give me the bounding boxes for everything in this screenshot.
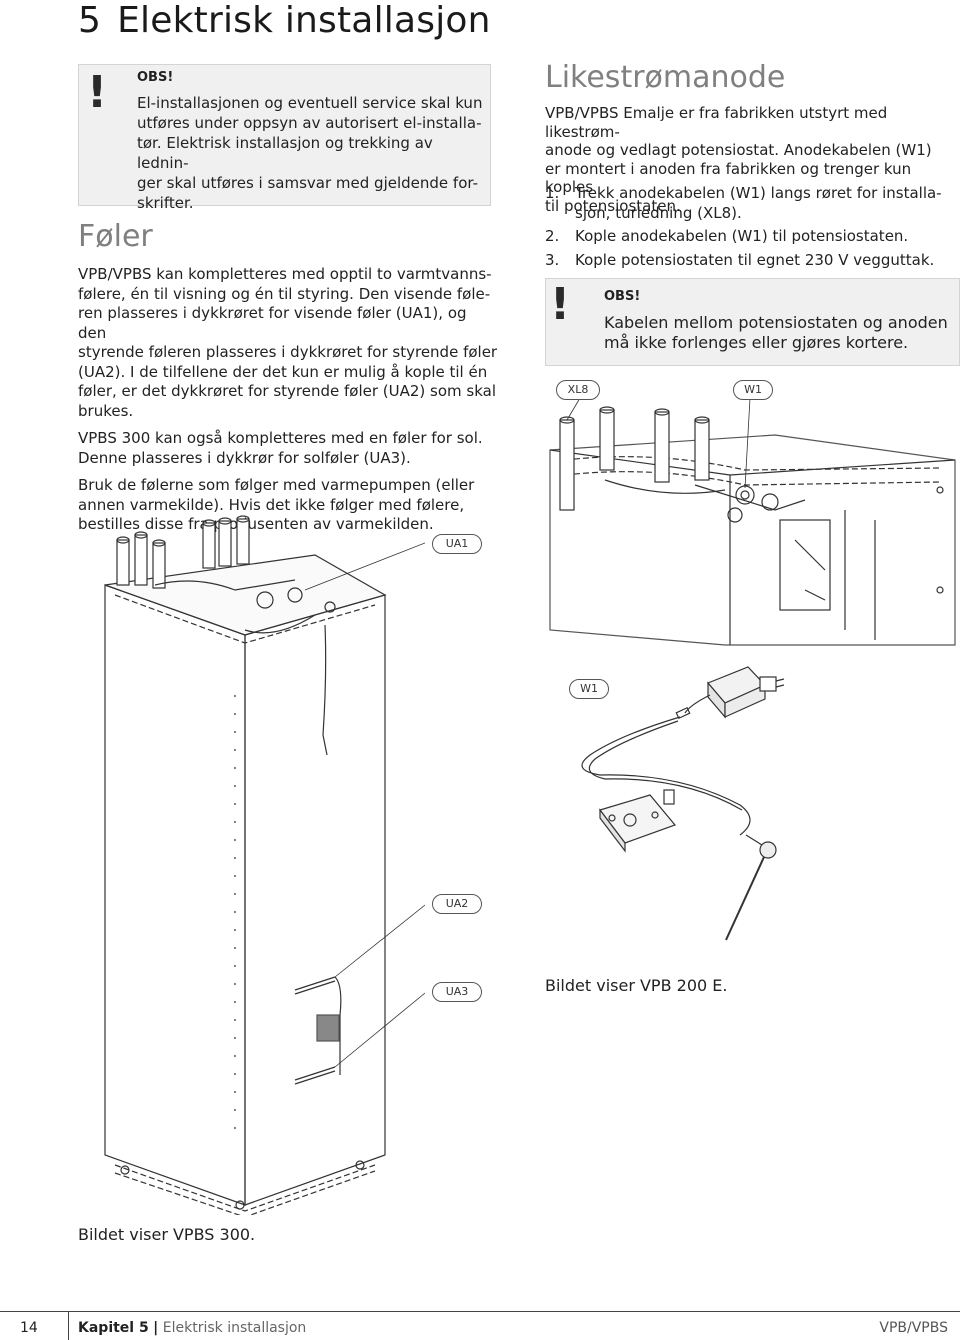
footer-page-number: 14 [20, 1320, 38, 1336]
right-warning-note: ! OBS! Kabelen mellom potensiostaten og … [545, 278, 960, 366]
chapter-heading: 5 Elektrisk installasjon [78, 0, 491, 41]
step-3: 3. Kople potensiostaten til egnet 230 V … [545, 250, 935, 269]
vpbs300-illustration [104, 515, 425, 1215]
foler-text: VPB/VPBS kan kompletteres med opptil to … [78, 265, 498, 543]
callout-xl8: XL8 [556, 380, 600, 400]
left-warning-note: ! OBS! El-installasjonen og eventuell se… [78, 64, 491, 212]
callout-ua3: UA3 [432, 982, 482, 1002]
callout-ua2: UA2 [432, 894, 482, 914]
step-1: 1. Trekk anodekabelen (W1) langs røret f… [545, 184, 942, 222]
callout-ua1: UA1 [432, 534, 482, 554]
exclamation-icon: ! [87, 67, 108, 118]
note-body: El-installasjonen og eventuell service s… [137, 94, 483, 212]
note-label: OBS! [604, 289, 641, 304]
foler-paragraph-2: VPBS 300 kan også kompletteres med en fø… [78, 429, 483, 467]
exclamation-icon: ! [550, 279, 571, 330]
caption-vpb200: Bildet viser VPB 200 E. [545, 976, 728, 995]
footer-rule [0, 1311, 960, 1312]
foler-paragraph-1: VPB/VPBS kan kompletteres med opptil to … [78, 265, 498, 420]
note-label: OBS! [137, 70, 174, 85]
likestrom-steps: 1. Trekk anodekabelen (W1) langs røret f… [545, 184, 960, 274]
potentiostat-anode-illustration [581, 666, 785, 941]
footer-separator: | [153, 1320, 159, 1336]
foler-paragraph-3: Bruk de følerne som følger med varmepump… [78, 476, 475, 533]
likestrom-intro: VPB/VPBS Emalje er fra fabrikken utstyrt… [545, 104, 932, 215]
section-title-foler: Føler [78, 219, 153, 254]
chapter-title-text: Elektrisk installasjon [117, 0, 491, 41]
chapter-number: 5 [78, 0, 102, 41]
footer-divider [68, 1311, 69, 1340]
note-body: Kabelen mellom potensiostaten og anoden … [604, 313, 948, 352]
vpb200-illustration [549, 397, 956, 646]
footer-product: VPB/VPBS [879, 1320, 948, 1336]
callout-w1-mid: W1 [569, 679, 609, 699]
footer-chapter: Kapitel 5 | Elektrisk installasjon [78, 1320, 306, 1336]
caption-vpbs300: Bildet viser VPBS 300. [78, 1225, 256, 1244]
callout-w1-top: W1 [733, 380, 773, 400]
section-title-likestromanode: Likestrømanode [545, 60, 786, 95]
step-2: 2. Kople anodekabelen (W1) til potensios… [545, 227, 909, 245]
footer-section: Elektrisk installasjon [162, 1320, 307, 1336]
footer-chapter-label: Kapitel 5 [78, 1320, 149, 1336]
